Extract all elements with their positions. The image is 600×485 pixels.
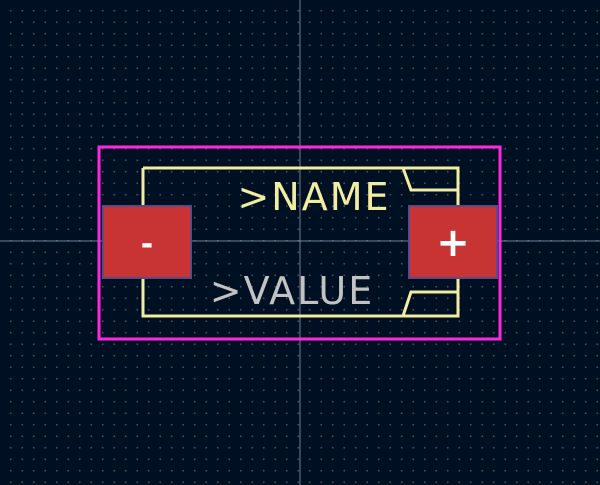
pad-positive[interactable]: + (408, 205, 498, 279)
reference-name-text[interactable]: >NAME (237, 175, 390, 219)
value-text[interactable]: >VALUE (210, 269, 375, 313)
pad-negative[interactable]: - (102, 205, 192, 279)
courtyard-outline[interactable] (97, 145, 502, 341)
pad-positive-label: + (436, 220, 470, 266)
pad-negative-label: - (141, 227, 153, 262)
